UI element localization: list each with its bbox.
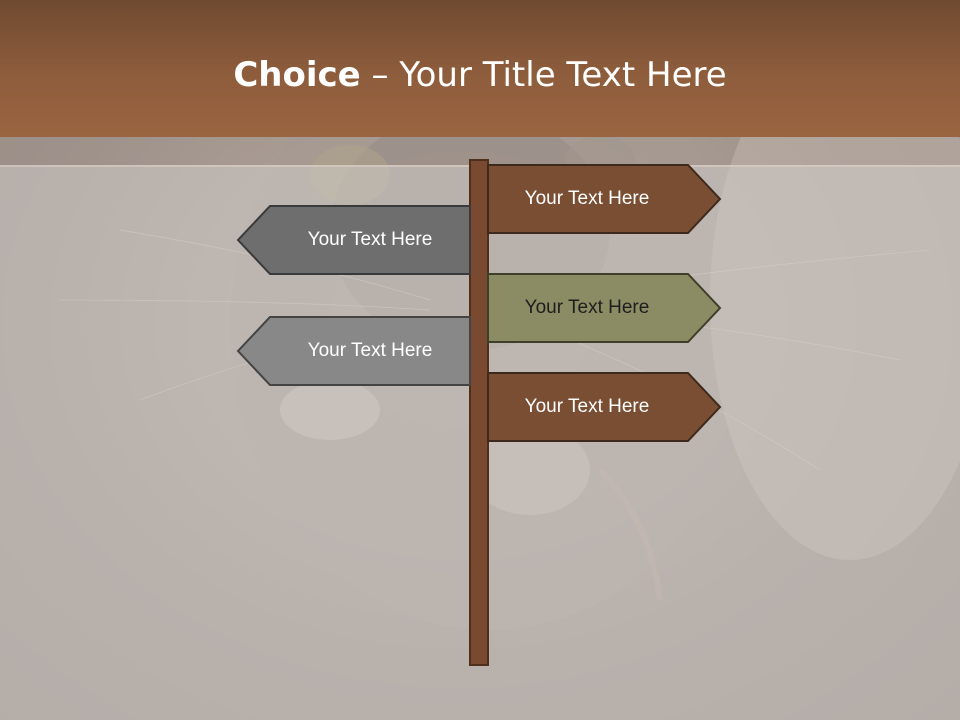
slide-title: Choice – Your Title Text Here (233, 55, 726, 95)
sign-label-1[interactable]: Your Text Here (524, 188, 650, 209)
title-bold: Choice (233, 54, 361, 95)
sign-arrow-3 (487, 273, 722, 343)
sign-arrow-1 (487, 164, 722, 234)
sign-label-3[interactable]: Your Text Here (524, 297, 650, 318)
sign-arrow-2 (236, 205, 471, 275)
sign-label-4[interactable]: Your Text Here (307, 340, 433, 361)
sign-arrow-5 (487, 372, 722, 442)
sign-arrow-4 (236, 316, 471, 386)
sign-label-5[interactable]: Your Text Here (524, 396, 650, 417)
title-bar: Choice – Your Title Text Here (0, 0, 960, 137)
title-rest: – Your Title Text Here (360, 54, 727, 95)
signpost-post (469, 159, 489, 666)
sign-label-2[interactable]: Your Text Here (307, 229, 433, 250)
